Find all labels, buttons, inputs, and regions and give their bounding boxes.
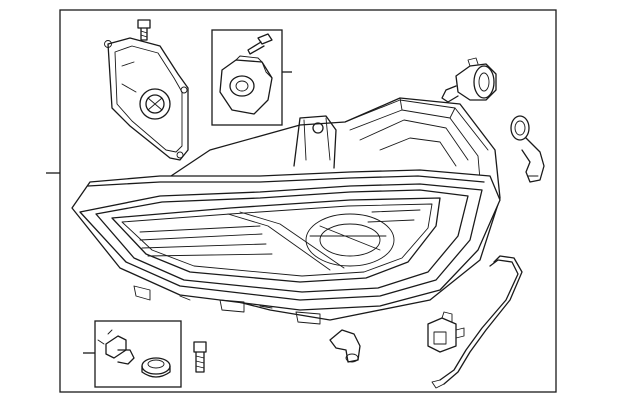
leveling-motor-callout-box (211, 29, 283, 126)
harness-clip[interactable] (427, 311, 465, 353)
motor-screw[interactable] (247, 33, 273, 55)
wiring-harness[interactable] (431, 255, 523, 389)
connector-seal[interactable] (510, 115, 545, 183)
bracket-repair-kit[interactable] (97, 329, 171, 378)
repair-kit-bolt[interactable] (193, 341, 207, 373)
top-cover[interactable] (104, 37, 189, 161)
diagram-frame (59, 9, 557, 393)
cover-screw[interactable] (137, 19, 151, 41)
elbow-grommet[interactable] (329, 329, 361, 363)
repair-kit-callout-box (94, 320, 182, 388)
headlamp-assembly[interactable] (71, 97, 501, 325)
leveling-motor[interactable] (219, 55, 273, 115)
bulb-socket[interactable] (441, 57, 497, 103)
